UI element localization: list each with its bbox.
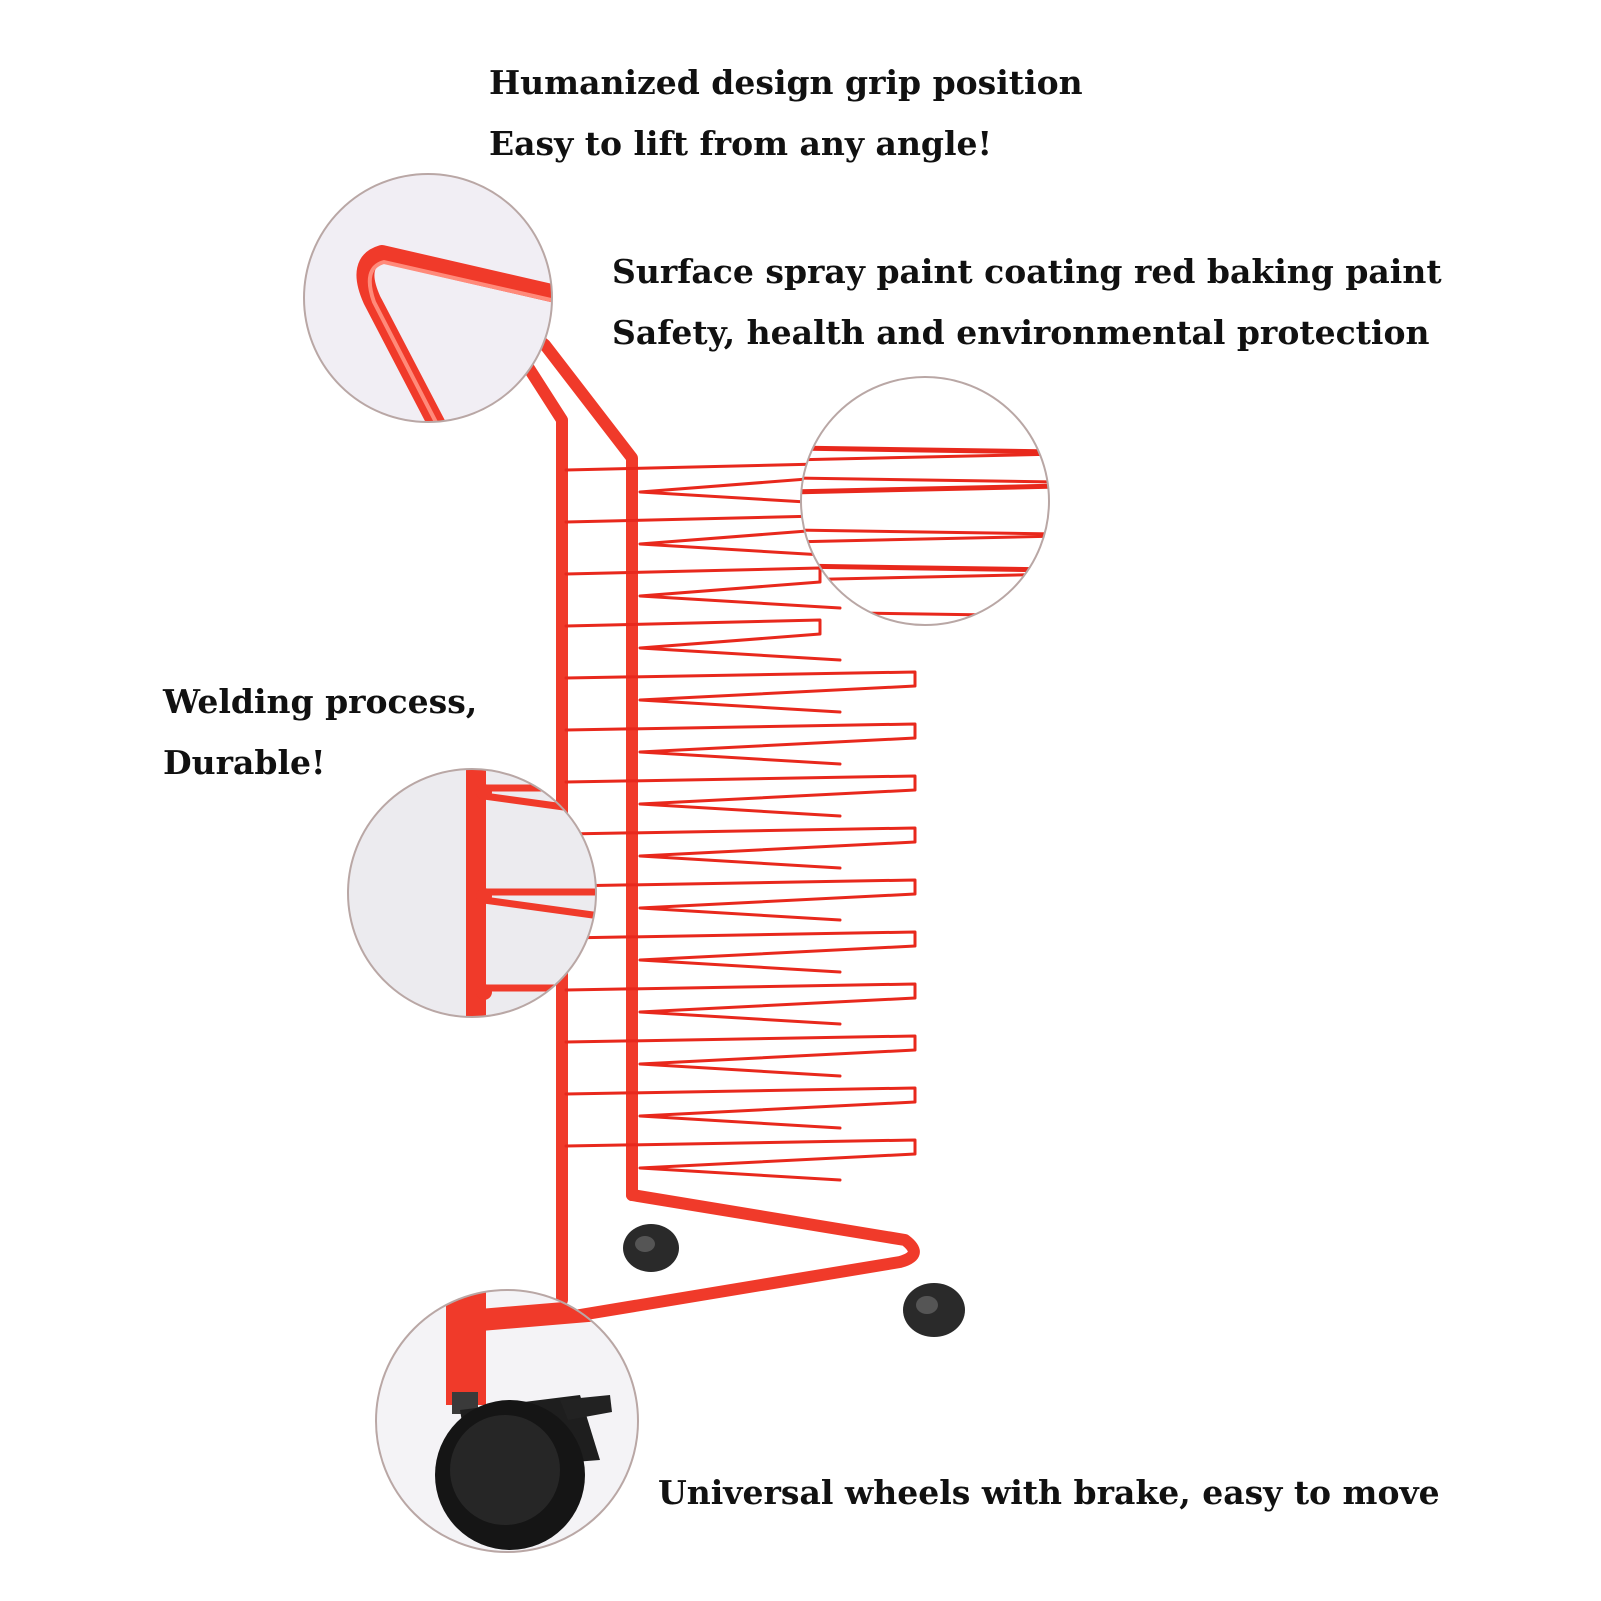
rack-wire: [564, 670, 917, 714]
rack-wire: [564, 514, 842, 558]
rack-wire: [564, 930, 917, 974]
rack-wire: [564, 878, 917, 922]
lens-wheel-detail: [375, 1289, 639, 1553]
caption-weld: Welding process, Durable!: [163, 671, 477, 793]
lens-wire: [801, 572, 1049, 582]
caption-wheels-line1: Universal wheels with brake, easy to mov…: [658, 1473, 1440, 1512]
rack-wire: [564, 566, 842, 610]
caption-grip-line1: Humanized design grip position: [489, 63, 1083, 102]
caption-paint: Surface spray paint coating red baking p…: [612, 241, 1442, 363]
caption-paint-line1: Surface spray paint coating red baking p…: [612, 252, 1442, 291]
caption-paint-line2: Safety, health and environmental protect…: [612, 313, 1430, 352]
rack-wire: [564, 462, 842, 506]
caption-weld-line2: Durable!: [163, 743, 326, 782]
rack-wire: [564, 1086, 917, 1130]
rack-wire: [564, 1034, 917, 1078]
lens-grip-detail: [303, 173, 553, 423]
lens-wire: [801, 528, 1049, 536]
lens-weld-detail: [347, 768, 597, 1018]
lens-wire-detail: [800, 376, 1050, 626]
rack-wire: [564, 982, 917, 1026]
lens-wire: [801, 483, 1049, 495]
rack-wire: [564, 722, 917, 766]
lens-wire: [801, 534, 1049, 544]
rear-wheel-left: [623, 1224, 679, 1272]
rear-wheel-right: [903, 1283, 965, 1337]
caption-grip: Humanized design grip position Easy to l…: [489, 52, 1083, 174]
lens-wire: [801, 610, 1049, 618]
lens-wire: [801, 563, 1049, 573]
caption-grip-line2: Easy to lift from any angle!: [489, 124, 993, 163]
rack-wire: [564, 1138, 917, 1182]
caption-wheels: Universal wheels with brake, easy to mov…: [658, 1462, 1440, 1523]
rack-wire: [564, 774, 917, 818]
caption-weld-line1: Welding process,: [163, 682, 478, 721]
lens-wire: [801, 476, 1049, 484]
lens-wire: [801, 445, 1049, 455]
rack-wire: [564, 618, 842, 662]
lens-wire: [801, 452, 1049, 462]
rack-base: [556, 1189, 920, 1324]
rack-wire: [564, 826, 917, 870]
